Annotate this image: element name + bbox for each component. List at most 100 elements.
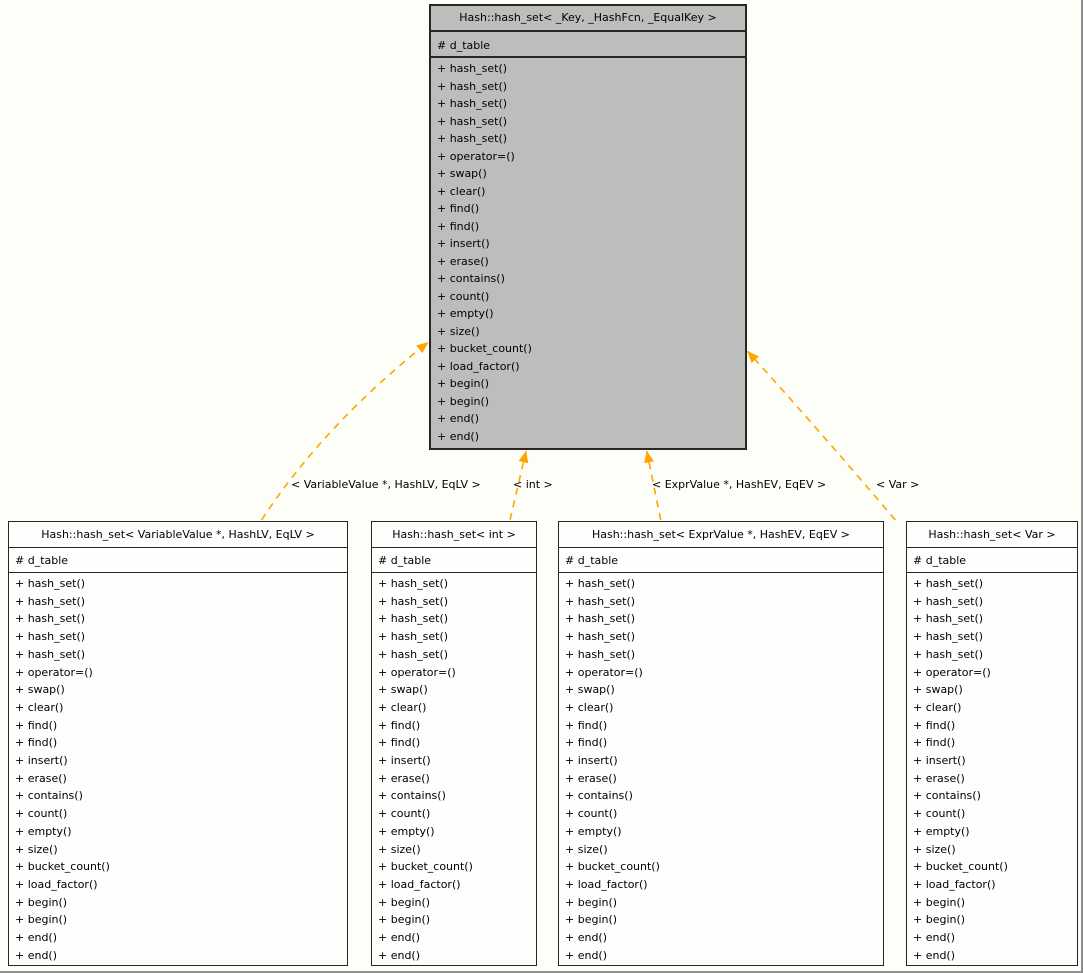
class-attributes: # d_table [559, 548, 883, 573]
method-row: + count() [565, 807, 618, 821]
method-row: + find() [378, 736, 421, 750]
method-row: + find() [437, 219, 480, 233]
method-row: + end() [437, 412, 480, 425]
method-row: + hash_set() [378, 577, 449, 590]
method-row: + bucket_count() [565, 860, 660, 874]
method-row: + contains() [378, 789, 446, 803]
method-row: + empty() [913, 824, 970, 838]
method-row: + empty() [15, 824, 72, 838]
method-row: + contains() [15, 789, 83, 803]
method-row: + find() [565, 736, 608, 750]
method-row: + empty() [378, 824, 435, 838]
class-attributes: # d_table [431, 32, 745, 58]
class-box-var[interactable]: Hash::hash_set< Var > # d_table + hash_s… [906, 521, 1078, 966]
method-row: + find() [15, 718, 58, 732]
method-row: + insert() [378, 754, 431, 768]
method-row: + hash_set() [437, 97, 508, 110]
method-row: + hash_set() [15, 594, 86, 608]
class-title: Hash::hash_set< _Key, _HashFcn, _EqualKe… [431, 6, 745, 32]
method-row: + size() [15, 842, 58, 856]
method-row: + hash_set() [437, 132, 508, 145]
method-row: + count() [378, 807, 431, 821]
method-row: + contains() [437, 272, 505, 285]
method-row: + hash_set() [437, 79, 508, 93]
attribute-row: # d_table [565, 554, 619, 567]
method-row: + clear() [913, 700, 962, 714]
method-row: + find() [378, 718, 421, 732]
method-row: + hash_set() [378, 647, 449, 661]
class-box-exprvalue[interactable]: Hash::hash_set< ExprValue *, HashEV, EqE… [558, 521, 884, 966]
method-row: + insert() [15, 754, 68, 768]
class-attributes: # d_table [907, 548, 1077, 573]
method-row: + bucket_count() [378, 860, 473, 874]
class-box-base-template[interactable]: Hash::hash_set< _Key, _HashFcn, _EqualKe… [429, 4, 747, 450]
method-row: + begin() [378, 913, 431, 927]
method-row: + swap() [437, 167, 487, 180]
method-row: + hash_set() [15, 630, 86, 644]
method-row: + end() [913, 931, 956, 945]
method-row: + clear() [378, 700, 427, 714]
method-row: + end() [913, 948, 956, 962]
method-row: + count() [437, 289, 490, 303]
method-row: + swap() [15, 683, 65, 697]
method-row: + operator=() [565, 665, 643, 679]
method-row: + begin() [565, 895, 618, 909]
method-row: + hash_set() [565, 577, 636, 590]
method-row: + begin() [913, 895, 966, 909]
method-row: + find() [437, 202, 480, 215]
method-row: + hash_set() [565, 630, 636, 644]
method-row: + insert() [565, 754, 618, 768]
method-row: + clear() [437, 184, 486, 198]
method-row: + hash_set() [913, 577, 984, 590]
class-box-int[interactable]: Hash::hash_set< int > # d_table + hash_s… [371, 521, 537, 966]
method-row: + operator=() [15, 665, 93, 679]
method-row: + erase() [437, 254, 489, 268]
method-row: + contains() [913, 789, 981, 803]
method-row: + size() [378, 842, 421, 856]
class-methods: + hash_set() + hash_set() + hash_set() + ha… [9, 573, 347, 964]
method-row: + bucket_count() [913, 860, 1008, 874]
method-row: + load_factor() [565, 877, 648, 891]
method-row: + erase() [913, 771, 965, 785]
template-edge-exprvalue [644, 450, 662, 521]
method-row: + hash_set() [565, 612, 636, 626]
method-row: + insert() [437, 237, 490, 250]
method-row: + count() [15, 807, 68, 821]
method-row: + hash_set() [15, 647, 86, 661]
attribute-row: # d_table [437, 39, 491, 52]
method-row: + bucket_count() [15, 860, 110, 874]
class-attributes: # d_table [9, 548, 347, 573]
attribute-row: # d_table [913, 554, 967, 567]
method-row: + find() [913, 736, 956, 750]
method-row: + begin() [913, 913, 966, 927]
method-row: + hash_set() [15, 577, 86, 590]
template-edge-var [746, 350, 896, 521]
method-row: + swap() [913, 683, 963, 697]
method-row: + begin() [15, 895, 68, 909]
method-row: + hash_set() [913, 594, 984, 608]
edge-label-exprvalue: < ExprValue *, HashEV, EqEV > [652, 478, 827, 491]
method-row: + load_factor() [437, 359, 520, 373]
edge-label-int: < int > [513, 478, 553, 491]
method-row: + hash_set() [565, 594, 636, 608]
template-edge-variablevalue [260, 341, 429, 521]
method-row: + begin() [378, 895, 431, 909]
attribute-row: # d_table [15, 554, 69, 567]
method-row: + hash_set() [565, 647, 636, 661]
method-row: + insert() [913, 754, 966, 768]
method-row: + operator=() [437, 149, 515, 163]
method-row: + hash_set() [378, 612, 449, 626]
method-row: + hash_set() [913, 630, 984, 644]
method-row: + size() [437, 324, 480, 338]
method-row: + hash_set() [378, 594, 449, 608]
method-row: + erase() [565, 771, 617, 785]
method-row: + load_factor() [913, 877, 996, 891]
method-row: + end() [378, 931, 421, 945]
method-row: + empty() [437, 307, 494, 320]
method-row: + hash_set() [437, 114, 508, 128]
class-box-variablevalue[interactable]: Hash::hash_set< VariableValue *, HashLV,… [8, 521, 348, 966]
method-row: + begin() [15, 913, 68, 927]
method-row: + erase() [15, 771, 67, 785]
